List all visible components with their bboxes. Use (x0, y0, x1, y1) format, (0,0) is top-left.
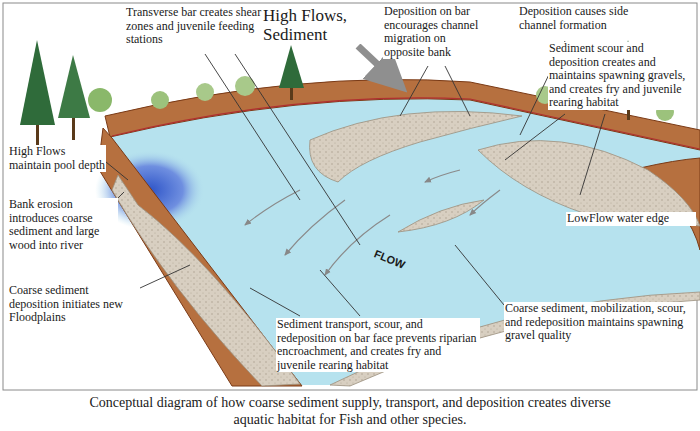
callout-text: Deposition on bar encourages channel mig… (383, 5, 487, 59)
callout-text: Deposition causes side channel formation (518, 5, 630, 32)
callout-text: LowFlow water edge (566, 212, 696, 226)
callout-text: Coarse sediment, mobilization, scour, an… (504, 302, 694, 343)
river-water (110, 99, 700, 385)
caption: Conceptual diagram of how coarse sedimen… (80, 395, 620, 429)
gravel-bar (112, 175, 300, 386)
callout-text: Sediment scour and deposition creates an… (548, 42, 696, 110)
callout-text: Transverse bar creates shear zones and j… (125, 6, 273, 47)
callout-text: Coarse sediment deposition initiates new… (8, 284, 140, 325)
callout-text: High Flows maintain pool depth (8, 145, 106, 172)
callout-text: Bank erosion introduces coarse sediment … (8, 198, 118, 252)
flow-arrows (245, 170, 500, 275)
callout-text: Sediment transport, scour, and redeposit… (276, 318, 480, 372)
left-bank (98, 128, 302, 386)
gravel-bar (398, 200, 484, 232)
leader-lines (106, 41, 605, 316)
callout-text: High Flows, Sediment (262, 6, 362, 44)
gravel-bar (478, 141, 700, 226)
